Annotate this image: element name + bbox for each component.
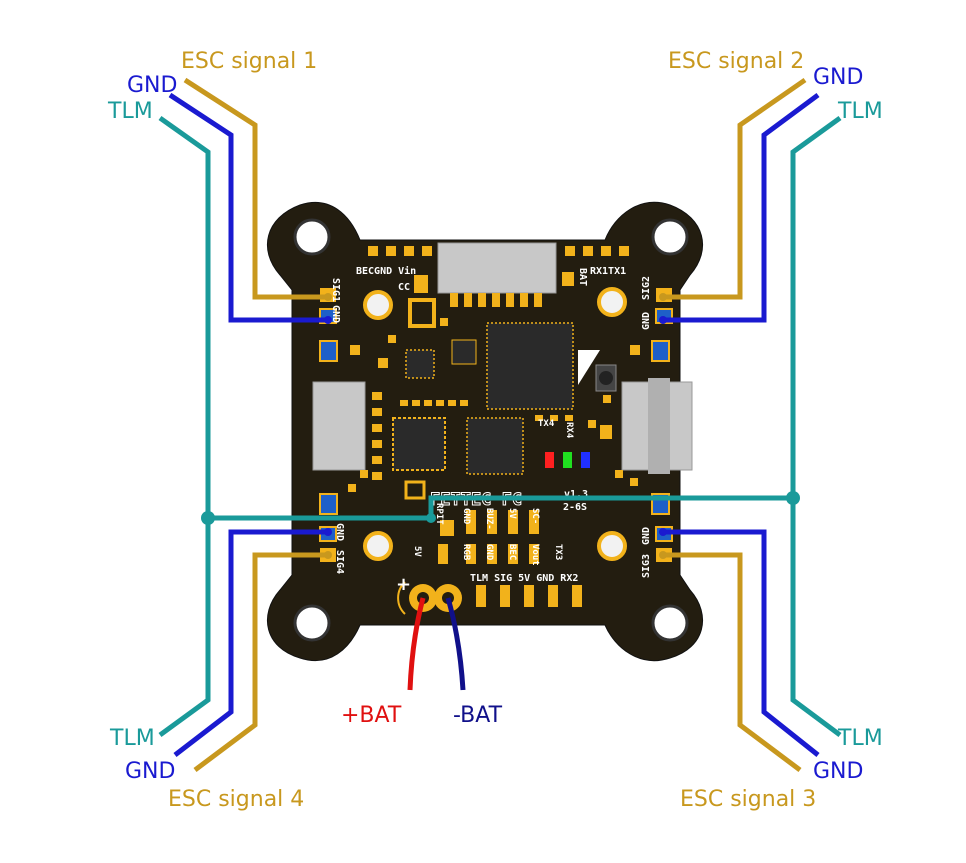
reg-chip [405,349,435,379]
label-tlm-tl: TLM [107,99,153,124]
wire-tlm-br [790,498,842,738]
flight-controller-board: SIG1 GND GND SIG2 SIG3 GND GND SIG4 BECG… [266,201,704,662]
wire-tlm-tr [790,115,842,498]
wire-gnd-tl [168,92,328,323]
svg-text:SC-: SC- [530,508,540,524]
pcb-label-gnd-bl: GND [334,523,345,541]
labels: ESC signal 1 GND TLM ESC signal 2 GND TL… [107,49,883,812]
wire-esc3 [663,552,802,772]
pcb-label-sig1: SIG1 [330,278,341,302]
pcb-label-rx1tx1: RX1TX1 [590,266,626,277]
svg-text:RPIT: RPIT [434,503,444,525]
svg-text:5V: 5V [507,508,517,519]
pcb-label-tx4: TX4 [538,419,555,429]
wire-esc1 [183,77,328,300]
top-connector-pins [450,293,542,307]
pcb-label-gnd-tr: GND [641,312,652,330]
led-red [545,452,554,468]
label-gnd-bl: GND [125,759,175,784]
led-green [563,452,572,468]
wire-tlm-tl [158,115,211,518]
label-esc-signal-2: ESC signal 2 [668,49,804,74]
pcb-label-gnd-br: GND [641,527,652,545]
pcb-label-sig3: SIG3 [641,554,652,578]
svg-text:RGB: RGB [461,544,471,561]
pcb-label-cc: CC [398,282,410,293]
solder-points [324,293,667,559]
junctions [201,491,800,525]
pcb-label-bec-gnd-vin: BECGND Vin [356,265,416,277]
wire-gnd-br [663,529,820,757]
mcu-chip [486,322,574,410]
pcb-label-rx4: RX4 [564,422,574,439]
label-esc-signal-1: ESC signal 1 [181,49,317,74]
label-bat-minus: -BAT [453,703,503,728]
wire-bat-plus [407,597,426,691]
right-connector-latch [648,378,670,474]
label-tlm-bl: TLM [109,726,155,751]
svg-text:TX3: TX3 [553,544,563,560]
white-triangle [578,350,600,385]
led-blue [581,452,590,468]
svg-text:Vout: Vout [530,544,540,566]
wire-esc2 [663,77,807,300]
small-chip [451,339,477,365]
wire-esc4 [193,552,328,772]
pcb-row-bottom: 5V RGB GND BEC Vout TX3 [412,544,563,566]
label-bat-plus: +BAT [341,703,402,728]
pcb-label-plus: + [396,574,411,595]
mount-hole-tr [651,218,689,256]
junction-right [786,491,800,505]
label-esc-signal-3: ESC signal 3 [680,787,816,812]
inner-vias [363,287,627,561]
label-tlm-tr: TLM [837,99,883,124]
junction-left [201,511,215,525]
wire-bat-minus [445,597,466,691]
wire-tlm-bl [158,518,211,738]
mount-hole-tl [293,218,331,256]
wires [158,77,842,772]
wire-gnd-tr [663,92,820,323]
pcb-label-cells: 2-6S [563,502,587,513]
pcb-label-gnd-tl: GND [330,305,341,323]
left-connector [312,381,366,471]
gyro-chip [392,417,446,471]
pcb-label-bat: BAT [577,268,588,286]
junction-center [426,513,436,523]
svg-text:BUZ-: BUZ- [484,508,494,530]
label-tlm-br: TLM [837,726,883,751]
svg-text:GND: GND [461,508,471,525]
svg-text:GND: GND [484,544,494,561]
wire-gnd-bl [173,529,328,757]
pcb-label-sig2: SIG2 [641,276,652,300]
label-gnd-tr: GND [813,65,863,90]
label-gnd-br: GND [813,759,863,784]
label-gnd-tl: GND [127,73,177,98]
label-esc-signal-4: ESC signal 4 [168,787,304,812]
pcb-label-version: v1.3 [564,489,588,500]
pcb-label-sig4: SIG4 [334,550,345,574]
gold-pads [320,246,672,607]
mount-hole-br [651,604,689,642]
pcb-label-bottom-row: TLM SIG 5V GND RX2 [470,573,578,584]
wire-tlm-bus-right [428,495,793,518]
pcb-row-top: RPIT GND BUZ- 5V SC- [434,503,540,530]
osd-chip [466,417,524,475]
svg-text:BEC: BEC [507,544,517,560]
top-connector [437,242,557,294]
svg-text:5V: 5V [412,546,422,557]
mount-hole-bl [293,604,331,642]
